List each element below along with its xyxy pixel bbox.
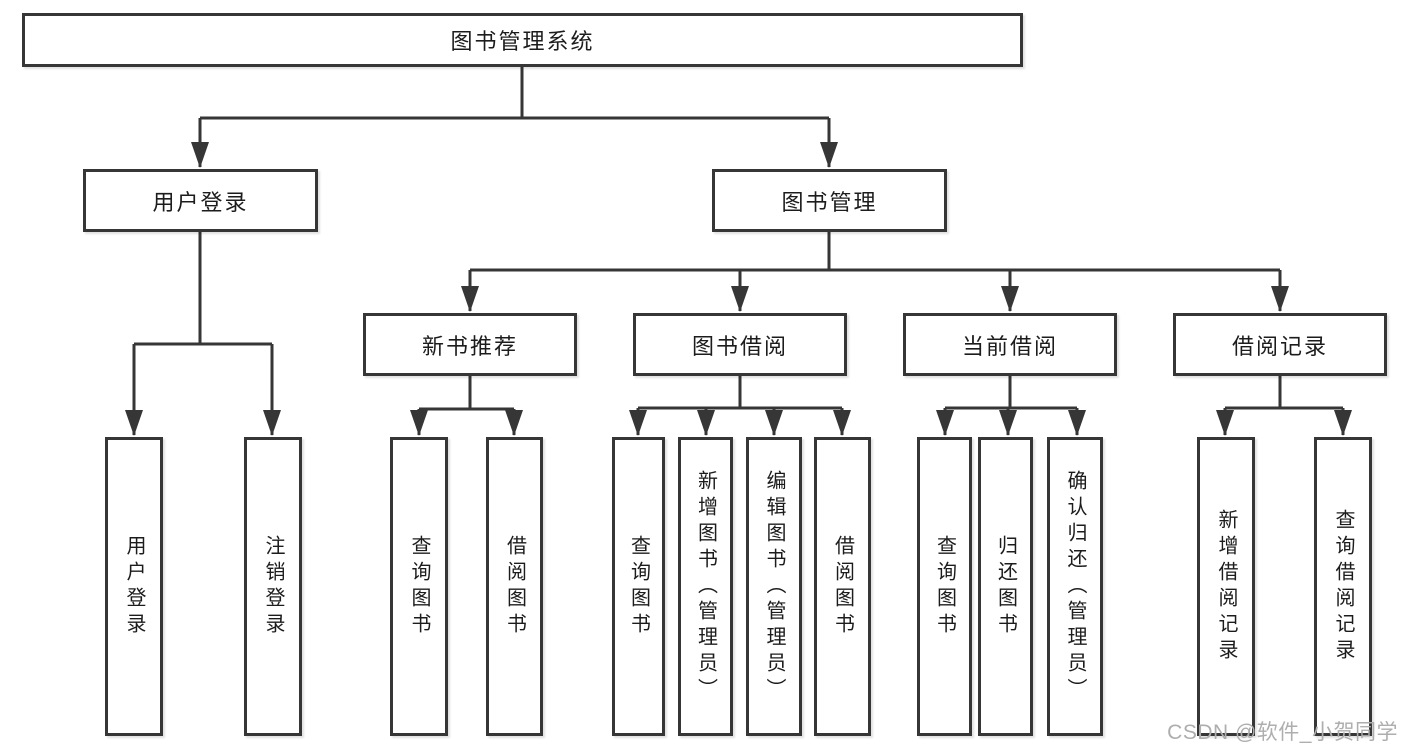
- node-book-borrowing: 图书借阅: [633, 313, 847, 376]
- leaf-confirm-return-admin-label: 确认归还（管理员）: [1064, 469, 1086, 704]
- leaf-query-books-2-label: 查询图书: [627, 534, 650, 639]
- watermark: CSDN @软件_小贺同学: [1167, 721, 1398, 744]
- leaf-borrow-books-2-label: 借阅图书: [831, 534, 854, 639]
- leaf-add-borrow-record-label: 新增借阅记录: [1215, 508, 1237, 665]
- leaf-borrow-books-1: 借阅图书: [486, 437, 543, 736]
- leaf-edit-book-admin: 编辑图书（管理员）: [746, 437, 802, 736]
- leaf-return-books-label: 归还图书: [994, 534, 1017, 639]
- leaf-user-login-label: 用户登录: [123, 534, 145, 639]
- leaf-query-books-1-label: 查询图书: [408, 534, 430, 639]
- node-new-book-recommend: 新书推荐: [363, 313, 577, 376]
- leaf-return-books: 归还图书: [978, 437, 1033, 736]
- leaf-logout-label: 注销登录: [262, 534, 284, 639]
- leaf-borrow-books-1-label: 借阅图书: [503, 534, 526, 639]
- leaf-query-books-3: 查询图书: [917, 437, 972, 736]
- leaf-query-books-3-label: 查询图书: [933, 534, 956, 639]
- leaf-query-books-1: 查询图书: [390, 437, 448, 736]
- node-current-borrowing: 当前借阅: [903, 313, 1117, 376]
- node-user-login: 用户登录: [83, 169, 318, 232]
- node-borrowing-records: 借阅记录: [1173, 313, 1387, 376]
- leaf-add-book-admin: 新增图书（管理员）: [678, 437, 733, 736]
- node-book-management: 图书管理: [712, 169, 947, 232]
- leaf-edit-book-admin-label: 编辑图书（管理员）: [763, 469, 785, 704]
- node-library-system: 图书管理系统: [22, 13, 1023, 67]
- leaf-confirm-return-admin: 确认归还（管理员）: [1047, 437, 1103, 736]
- leaf-borrow-books-2: 借阅图书: [814, 437, 871, 736]
- leaf-logout: 注销登录: [244, 437, 302, 736]
- leaf-query-borrow-record-label: 查询借阅记录: [1332, 508, 1354, 665]
- leaf-query-borrow-record: 查询借阅记录: [1314, 437, 1372, 736]
- leaf-add-borrow-record: 新增借阅记录: [1197, 437, 1255, 736]
- leaf-user-login: 用户登录: [105, 437, 163, 736]
- leaf-query-books-2: 查询图书: [612, 437, 665, 736]
- leaf-add-book-admin-label: 新增图书（管理员）: [694, 469, 717, 704]
